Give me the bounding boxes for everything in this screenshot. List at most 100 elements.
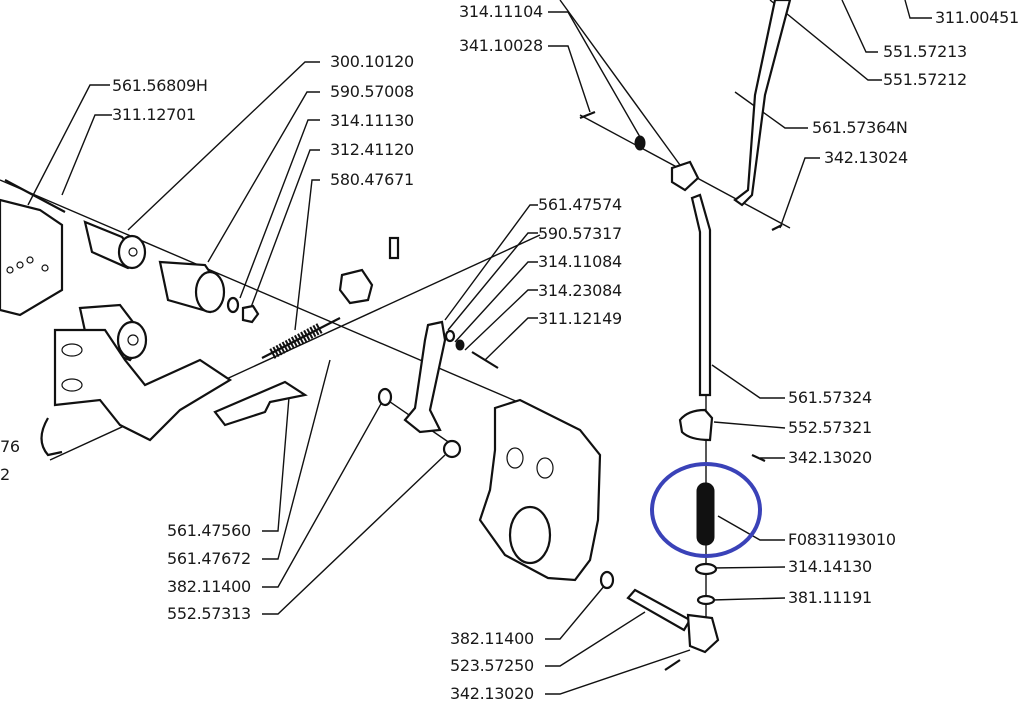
leader-342-13020-b <box>545 649 691 695</box>
leader-f0831193010 <box>717 515 785 541</box>
leader-561-47574 <box>444 204 538 321</box>
leader-300-10120 <box>127 61 320 231</box>
highlight-circle <box>650 462 762 558</box>
part-spring-f0831193010 <box>696 482 715 546</box>
part-label: 523.57250 <box>450 656 534 675</box>
part-washer-590 <box>444 329 456 343</box>
part-bolt <box>4 179 66 213</box>
part-cable <box>40 417 63 457</box>
part-label: 314.11084 <box>538 252 622 271</box>
leader-312-41120 <box>249 149 320 311</box>
part-pin-342-13020 <box>751 454 766 462</box>
leader-551-57212 <box>769 0 882 81</box>
leader-561-47574-upper <box>559 0 681 166</box>
parts <box>0 0 792 671</box>
part-label: 312.41120 <box>330 140 414 159</box>
part-label: 551.57213 <box>883 42 967 61</box>
part-vertical-rod <box>690 193 712 397</box>
leader-590-57317 <box>447 232 538 331</box>
part-label: 381.11191 <box>788 588 872 607</box>
leader-314-14130 <box>711 566 786 569</box>
leader-342-13024 <box>779 157 820 229</box>
part-label: 561.56809H <box>112 76 208 95</box>
part-label: 580.47671 <box>330 170 414 189</box>
hole <box>41 264 49 272</box>
part-label-highlighted: F0831193010 <box>788 530 896 549</box>
hole <box>61 343 83 357</box>
leader-590-57008 <box>207 91 320 263</box>
part-label: 382.11400 <box>450 629 534 648</box>
part-label: 311.00451 <box>935 8 1019 27</box>
part-ring-381-11191 <box>696 594 716 606</box>
part-nut <box>241 304 260 324</box>
part-cam <box>678 408 714 442</box>
part-washer-314-14130 <box>694 562 718 576</box>
part-label: 311.12701 <box>112 105 196 124</box>
part-label-cropped: 76 <box>0 437 20 456</box>
part-shaft <box>626 588 692 632</box>
part-pin-top <box>579 110 596 120</box>
part-label: 590.57008 <box>330 82 414 101</box>
leader-552-57321 <box>713 421 786 429</box>
part-spring-rod <box>261 317 341 359</box>
part-pin-342-13024 <box>771 224 783 231</box>
part-label: 341.10028 <box>459 36 543 55</box>
leader-382-11400-a <box>262 401 383 588</box>
part-label: 561.47672 <box>167 549 251 568</box>
part-base-plate <box>53 328 233 442</box>
part-label: 561.57364N <box>812 118 908 137</box>
leader-381-11191 <box>711 597 786 601</box>
part-washer-314 <box>455 339 465 351</box>
leader-561-57324 <box>711 364 785 399</box>
leader-314-11130 <box>239 119 320 299</box>
leader-523-57250 <box>545 611 646 667</box>
housing-bore <box>508 505 552 565</box>
port <box>506 447 524 469</box>
part-bushing-2 <box>158 260 226 314</box>
part-washer-382 <box>377 387 393 407</box>
part-plate <box>213 380 308 427</box>
leader-314-23084 <box>464 289 538 351</box>
part-label: 300.10120 <box>330 52 414 71</box>
hole <box>6 266 14 274</box>
leader-314-11084 <box>454 261 538 343</box>
part-pin <box>388 236 400 260</box>
part-bent-rod <box>733 0 792 207</box>
part-label: 314.14130 <box>788 557 872 576</box>
part-label: 552.57313 <box>167 604 251 623</box>
leader-lines <box>0 0 932 695</box>
hole <box>26 256 34 264</box>
leader-561-56809h <box>27 84 110 206</box>
hole <box>16 261 24 269</box>
hole <box>61 378 83 392</box>
leader-311-00451 <box>904 0 932 19</box>
part-bush-552 <box>442 439 462 459</box>
part-washer-top <box>634 135 646 151</box>
part-label: 561.47560 <box>167 521 251 540</box>
part-label: 342.13020 <box>788 448 872 467</box>
part-label: 382.11400 <box>167 577 251 596</box>
leader-561-47560 <box>262 384 291 532</box>
part-screw-311 <box>471 351 499 369</box>
part-seal <box>599 570 615 590</box>
part-label: 314.11104 <box>459 2 543 21</box>
part-label: 561.47574 <box>538 195 622 214</box>
axis-line-bolt <box>0 179 561 421</box>
part-label-cropped: 2 <box>0 465 10 484</box>
part-swivel <box>670 160 700 192</box>
part-shaft-head <box>686 613 720 654</box>
part-label: 342.13020 <box>450 684 534 703</box>
leader-561-57364n <box>734 91 808 129</box>
leader-311-12149 <box>484 317 538 361</box>
part-washer <box>226 296 240 314</box>
leader-552-57313 <box>262 454 446 615</box>
part-label: 552.57321 <box>788 418 872 437</box>
leader-314-11104 <box>548 11 641 138</box>
part-label: 342.13024 <box>824 148 908 167</box>
leader-382-11400-b <box>545 584 606 640</box>
part-pin-bottom <box>664 659 681 671</box>
leader-580-47671 <box>294 179 320 331</box>
leader-561-47672 <box>262 359 331 560</box>
